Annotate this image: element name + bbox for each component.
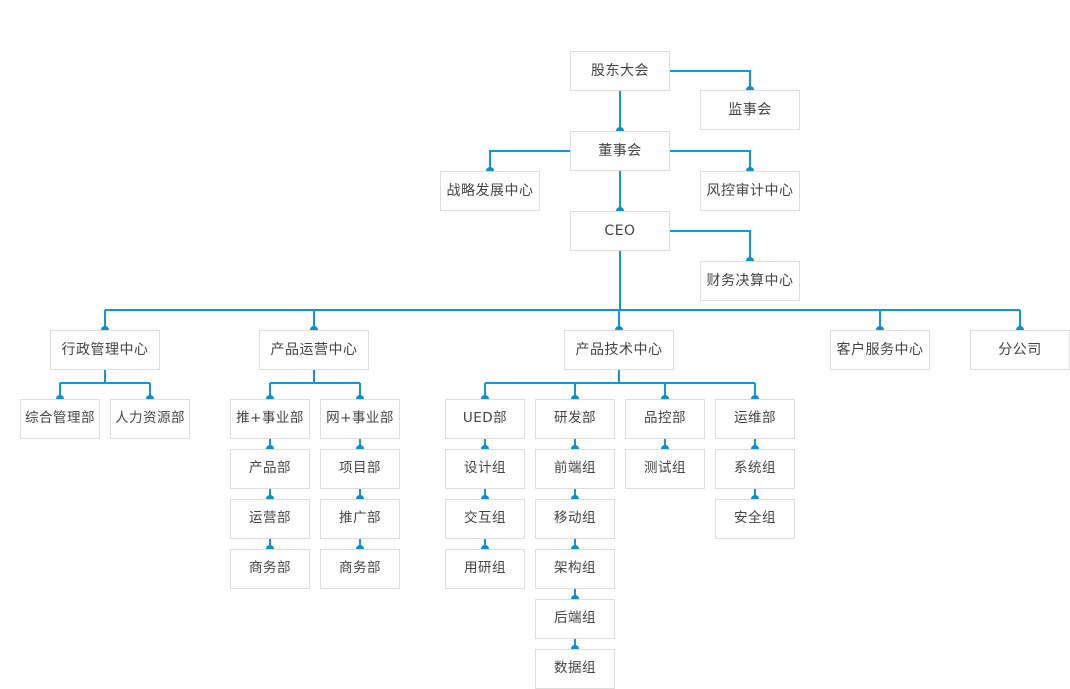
org-node-label: 移动组 bbox=[554, 510, 596, 527]
org-node-label: 研发部 bbox=[554, 410, 596, 427]
org-node-label: 董事会 bbox=[598, 143, 642, 159]
org-node-po-1-1[interactable]: 推+事业部 bbox=[230, 399, 310, 439]
org-node-te-2-3[interactable]: 移动组 bbox=[535, 499, 615, 539]
org-node-label: 综合管理部 bbox=[25, 410, 95, 427]
org-node-label: 推广部 bbox=[339, 510, 381, 527]
org-node-board[interactable]: 董事会 bbox=[570, 131, 670, 171]
org-node-label: 品控部 bbox=[644, 410, 686, 427]
org-node-te-4-1[interactable]: 运维部 bbox=[715, 399, 795, 439]
board-to-strategy bbox=[489, 150, 570, 171]
org-node-ceo[interactable]: CEO bbox=[570, 211, 670, 251]
org-node-product-center[interactable]: 产品运营中心 bbox=[259, 330, 369, 370]
org-node-te-3-1[interactable]: 品控部 bbox=[625, 399, 705, 439]
ceo-to-finance bbox=[670, 230, 751, 261]
org-node-label: 安全组 bbox=[734, 510, 776, 527]
org-node-label: CEO bbox=[604, 223, 636, 239]
org-node-te-3-2[interactable]: 测试组 bbox=[625, 449, 705, 489]
org-node-po-1-2[interactable]: 产品部 bbox=[230, 449, 310, 489]
org-node-label: 财务决算中心 bbox=[706, 273, 794, 289]
org-node-te-1-2[interactable]: 设计组 bbox=[445, 449, 525, 489]
board-to-riskaudit bbox=[670, 150, 751, 171]
org-node-label: 人力资源部 bbox=[115, 410, 185, 427]
org-node-label: 测试组 bbox=[644, 460, 686, 477]
org-node-label: 股东大会 bbox=[591, 63, 649, 79]
org-node-admin-2[interactable]: 人力资源部 bbox=[110, 399, 190, 439]
org-node-label: 产品运营中心 bbox=[270, 342, 358, 358]
org-node-label: 监事会 bbox=[728, 102, 772, 118]
org-node-po-2-3[interactable]: 推广部 bbox=[320, 499, 400, 539]
org-node-shareholders[interactable]: 股东大会 bbox=[570, 51, 670, 91]
org-node-label: 产品技术中心 bbox=[575, 342, 663, 358]
org-node-te-2-4[interactable]: 架构组 bbox=[535, 549, 615, 589]
org-node-service-center[interactable]: 客户服务中心 bbox=[830, 330, 930, 370]
org-node-admin-center[interactable]: 行政管理中心 bbox=[50, 330, 160, 370]
org-node-label: 网+事业部 bbox=[326, 410, 394, 427]
org-node-finance[interactable]: 财务决算中心 bbox=[700, 261, 800, 301]
org-node-riskaudit[interactable]: 风控审计中心 bbox=[700, 171, 800, 211]
org-node-label: 数据组 bbox=[554, 660, 596, 677]
org-node-label: 分公司 bbox=[998, 342, 1042, 358]
org-node-label: 用研组 bbox=[464, 560, 506, 577]
org-node-branch[interactable]: 分公司 bbox=[970, 330, 1070, 370]
org-node-label: UED部 bbox=[462, 410, 508, 427]
org-node-label: 行政管理中心 bbox=[61, 342, 149, 358]
org-node-label: 系统组 bbox=[734, 460, 776, 477]
org-node-tech-center[interactable]: 产品技术中心 bbox=[564, 330, 674, 370]
shareholders-to-supervisors bbox=[670, 70, 751, 90]
org-node-strategy[interactable]: 战略发展中心 bbox=[440, 171, 540, 211]
org-node-label: 运维部 bbox=[734, 410, 776, 427]
org-node-po-2-4[interactable]: 商务部 bbox=[320, 549, 400, 589]
org-node-label: 后端组 bbox=[554, 610, 596, 627]
org-node-label: 商务部 bbox=[339, 560, 381, 577]
org-node-supervisors[interactable]: 监事会 bbox=[700, 90, 800, 130]
org-node-label: 架构组 bbox=[554, 560, 596, 577]
org-node-label: 交互组 bbox=[464, 510, 506, 527]
org-node-label: 设计组 bbox=[464, 460, 506, 477]
org-node-te-1-4[interactable]: 用研组 bbox=[445, 549, 525, 589]
org-node-te-2-1[interactable]: 研发部 bbox=[535, 399, 615, 439]
org-node-label: 推+事业部 bbox=[236, 410, 304, 427]
org-node-label: 产品部 bbox=[249, 460, 291, 477]
org-node-po-1-3[interactable]: 运营部 bbox=[230, 499, 310, 539]
org-node-te-2-5[interactable]: 后端组 bbox=[535, 599, 615, 639]
org-node-label: 前端组 bbox=[554, 460, 596, 477]
org-node-te-4-2[interactable]: 系统组 bbox=[715, 449, 795, 489]
org-node-te-1-3[interactable]: 交互组 bbox=[445, 499, 525, 539]
org-node-label: 风控审计中心 bbox=[706, 183, 794, 199]
org-node-label: 项目部 bbox=[339, 460, 381, 477]
org-node-label: 运营部 bbox=[249, 510, 291, 527]
org-node-po-2-1[interactable]: 网+事业部 bbox=[320, 399, 400, 439]
org-node-te-2-2[interactable]: 前端组 bbox=[535, 449, 615, 489]
org-node-po-1-4[interactable]: 商务部 bbox=[230, 549, 310, 589]
org-node-admin-1[interactable]: 综合管理部 bbox=[20, 399, 100, 439]
org-node-po-2-2[interactable]: 项目部 bbox=[320, 449, 400, 489]
org-node-label: 战略发展中心 bbox=[446, 183, 534, 199]
org-node-label: 商务部 bbox=[249, 560, 291, 577]
org-node-te-2-6[interactable]: 数据组 bbox=[535, 649, 615, 689]
org-node-label: 客户服务中心 bbox=[836, 342, 924, 358]
org-node-te-4-3[interactable]: 安全组 bbox=[715, 499, 795, 539]
org-node-te-1-1[interactable]: UED部 bbox=[445, 399, 525, 439]
